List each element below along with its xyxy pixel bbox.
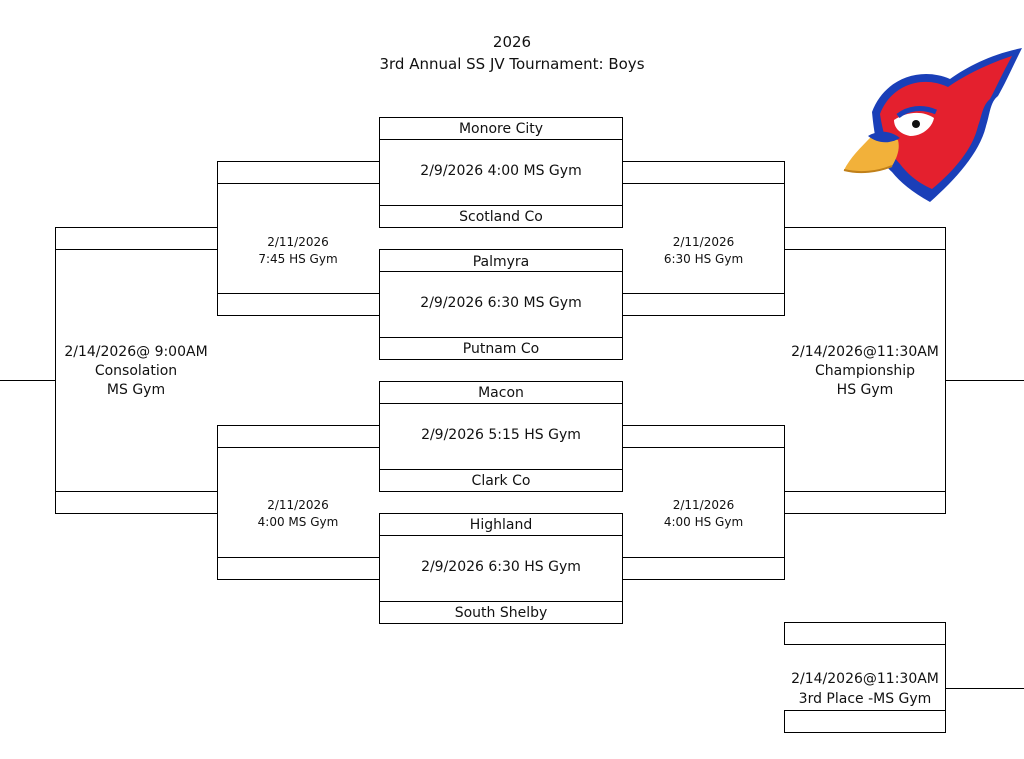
bracket-line bbox=[379, 601, 623, 602]
bracket-line bbox=[217, 293, 379, 294]
bracket-line bbox=[784, 622, 946, 623]
game-4-info: 2/9/2026 6:30 HS Gym bbox=[421, 559, 581, 575]
consolation-semi-2-date: 2/11/2026 bbox=[267, 498, 329, 512]
consolation-final-name: Consolation bbox=[94, 363, 178, 379]
bracket-line bbox=[55, 227, 56, 513]
cardinal-mascot-icon bbox=[843, 48, 1022, 202]
third-place-name: 3rd Place -MS Gym bbox=[798, 691, 932, 707]
bracket-line bbox=[0, 380, 55, 381]
bracket-line bbox=[784, 710, 946, 711]
bracket-line bbox=[217, 161, 379, 162]
bracket-line bbox=[379, 249, 623, 250]
bracket-line bbox=[784, 732, 946, 733]
bracket-line bbox=[379, 271, 623, 272]
bracket-line bbox=[945, 380, 1024, 381]
bracket-line bbox=[379, 403, 623, 404]
bracket-line bbox=[622, 117, 623, 227]
bracket-line bbox=[217, 183, 379, 184]
bracket-line bbox=[379, 117, 380, 227]
winner-semi-2-time: 4:00 HS Gym bbox=[663, 515, 744, 529]
team-clark-co: Clark Co bbox=[471, 473, 531, 489]
winner-semi-1-date: 2/11/2026 bbox=[672, 235, 735, 249]
bracket-line bbox=[379, 381, 380, 491]
game-1-info: 2/9/2026 4:00 MS Gym bbox=[420, 163, 582, 179]
bracket-line bbox=[784, 491, 946, 492]
bracket-line bbox=[379, 513, 623, 514]
bracket-line bbox=[379, 381, 623, 382]
team-palmyra: Palmyra bbox=[472, 254, 530, 270]
championship-location: HS Gym bbox=[836, 382, 894, 398]
bracket-line bbox=[379, 359, 623, 360]
championship-datetime: 2/14/2026@11:30AM bbox=[791, 344, 939, 360]
bracket-line bbox=[379, 513, 380, 623]
bracket-line bbox=[55, 491, 217, 492]
tournament-year: 2026 bbox=[492, 33, 532, 51]
bracket-line bbox=[379, 227, 623, 228]
bracket-line bbox=[784, 227, 946, 228]
bracket-line bbox=[784, 644, 946, 645]
game-3-info: 2/9/2026 5:15 HS Gym bbox=[421, 427, 581, 443]
bracket-line bbox=[217, 447, 379, 448]
bracket-line bbox=[55, 249, 217, 250]
bracket-line bbox=[622, 425, 785, 426]
bracket-line bbox=[217, 425, 218, 579]
bracket-line bbox=[945, 622, 946, 732]
bracket-line bbox=[217, 557, 379, 558]
bracket-line bbox=[379, 117, 623, 118]
consolation-final-location: MS Gym bbox=[106, 382, 166, 398]
bracket-line bbox=[379, 337, 623, 338]
bracket-line bbox=[945, 688, 1024, 689]
team-monroe-city: Monore City bbox=[458, 121, 544, 137]
bracket-line bbox=[379, 249, 380, 359]
bracket-line bbox=[784, 249, 946, 250]
bracket-line bbox=[945, 227, 946, 513]
bracket-line bbox=[217, 161, 218, 315]
bracket-line bbox=[784, 622, 785, 644]
bracket-line bbox=[217, 315, 379, 316]
bracket-line bbox=[379, 623, 623, 624]
bracket-line bbox=[784, 161, 785, 315]
bracket-line bbox=[622, 557, 785, 558]
bracket-line bbox=[379, 139, 623, 140]
team-macon: Macon bbox=[478, 385, 524, 401]
team-south-shelby: South Shelby bbox=[454, 605, 548, 621]
consolation-semi-2-time: 4:00 MS Gym bbox=[257, 515, 339, 529]
bracket-line bbox=[622, 381, 623, 491]
bracket-line bbox=[622, 183, 785, 184]
winner-semi-1-time: 6:30 HS Gym bbox=[663, 252, 744, 266]
bracket-line bbox=[622, 513, 623, 623]
bracket-line bbox=[379, 469, 623, 470]
bracket-line bbox=[217, 579, 379, 580]
bracket-line bbox=[55, 513, 217, 514]
bracket-line bbox=[784, 710, 785, 732]
third-place-datetime: 2/14/2026@11:30AM bbox=[791, 671, 939, 687]
bracket-line bbox=[217, 425, 379, 426]
bracket-line bbox=[379, 491, 623, 492]
bracket-line bbox=[55, 227, 217, 228]
bracket-line bbox=[622, 249, 623, 359]
bracket-line bbox=[379, 205, 623, 206]
bracket-line bbox=[622, 293, 785, 294]
bracket-line bbox=[622, 315, 785, 316]
consolation-final-datetime: 2/14/2026@ 9:00AM bbox=[64, 344, 208, 360]
consolation-semi-1-time: 7:45 HS Gym bbox=[258, 252, 338, 266]
team-highland: Highland bbox=[469, 517, 533, 533]
bracket-line bbox=[622, 447, 785, 448]
team-putnam-co: Putnam Co bbox=[462, 341, 540, 357]
bracket-line bbox=[622, 579, 785, 580]
bracket-line bbox=[622, 161, 785, 162]
bracket-line bbox=[379, 535, 623, 536]
tournament-title: 3rd Annual SS JV Tournament: Boys bbox=[379, 55, 645, 73]
consolation-semi-1-date: 2/11/2026 bbox=[267, 235, 329, 249]
championship-name: Championship bbox=[814, 363, 916, 379]
bracket-line bbox=[784, 425, 785, 579]
bracket-line bbox=[784, 513, 946, 514]
team-scotland-co: Scotland Co bbox=[459, 209, 543, 225]
game-2-info: 2/9/2026 6:30 MS Gym bbox=[420, 295, 582, 311]
winner-semi-2-date: 2/11/2026 bbox=[672, 498, 735, 512]
